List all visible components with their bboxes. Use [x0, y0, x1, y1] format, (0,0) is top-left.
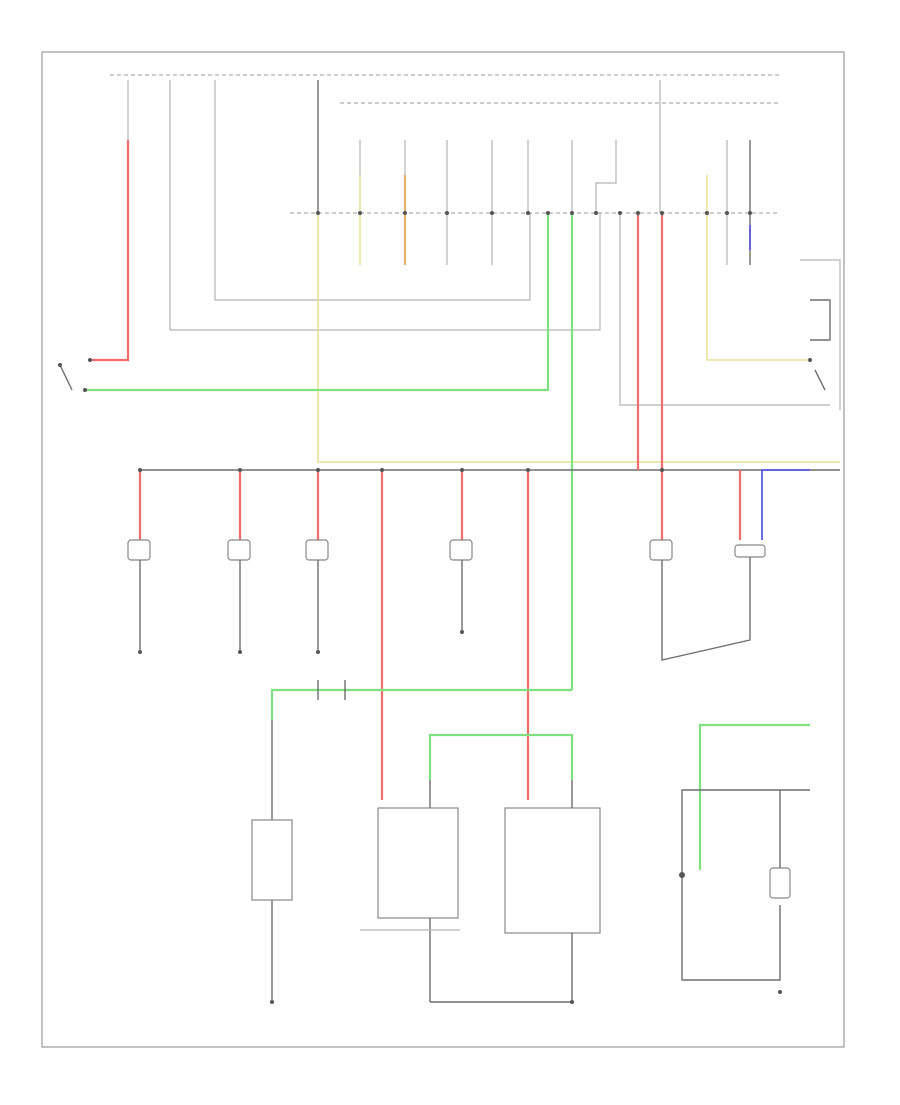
lamp-feeds [138, 213, 810, 800]
connector-dot-icon [526, 211, 530, 215]
yellow-feed [317, 80, 840, 463]
green-signal-wire [85, 213, 574, 690]
connector-dot-icon [748, 211, 752, 215]
connector-dot-icon [705, 211, 709, 215]
module-right [679, 789, 810, 994]
fuse-connector-row [138, 211, 752, 472]
diagram-frame [41, 51, 845, 1048]
connector-dot-icon [490, 211, 494, 215]
connector-dot-icon [618, 211, 622, 215]
connector-dot-icon [725, 211, 729, 215]
connector-dot-icon [636, 211, 640, 215]
lower-green-bus [270, 680, 810, 870]
connector-dot-icon [380, 468, 384, 472]
module-left [251, 720, 293, 1004]
connector-dot-icon [546, 211, 550, 215]
lamp-icon [649, 539, 673, 561]
module-center-right [430, 780, 601, 1004]
lamp-icon [305, 539, 329, 561]
connector-dot-icon [138, 468, 142, 472]
lamp-icon [734, 544, 766, 558]
fuse-box-feeds [169, 80, 841, 410]
connector-dot-icon [570, 211, 574, 215]
connector-dot-icon [526, 468, 530, 472]
connector-dot-icon [660, 211, 664, 215]
top-power-bus [110, 74, 780, 214]
connector-dot-icon [403, 211, 407, 215]
connector-dot-icon [238, 468, 242, 472]
lamp-icon [127, 539, 151, 561]
lamp-group [127, 539, 766, 561]
lamp-icon [227, 539, 251, 561]
module-center-left [360, 780, 460, 1002]
lamp-icon [449, 539, 473, 561]
connector-dot-icon [594, 211, 598, 215]
connector-dot-icon [445, 211, 449, 215]
red-feed-left [90, 80, 130, 362]
brake-switch [808, 299, 831, 391]
ground-icon [138, 630, 464, 654]
connector-dot-icon [316, 468, 320, 472]
connector-dot-icon [460, 468, 464, 472]
hazard-switch [58, 358, 92, 392]
connector-dot-icon [660, 468, 664, 472]
lamp-grounds [138, 557, 751, 661]
connector-dot-icon [316, 211, 320, 215]
connector-dot-icon [358, 211, 362, 215]
